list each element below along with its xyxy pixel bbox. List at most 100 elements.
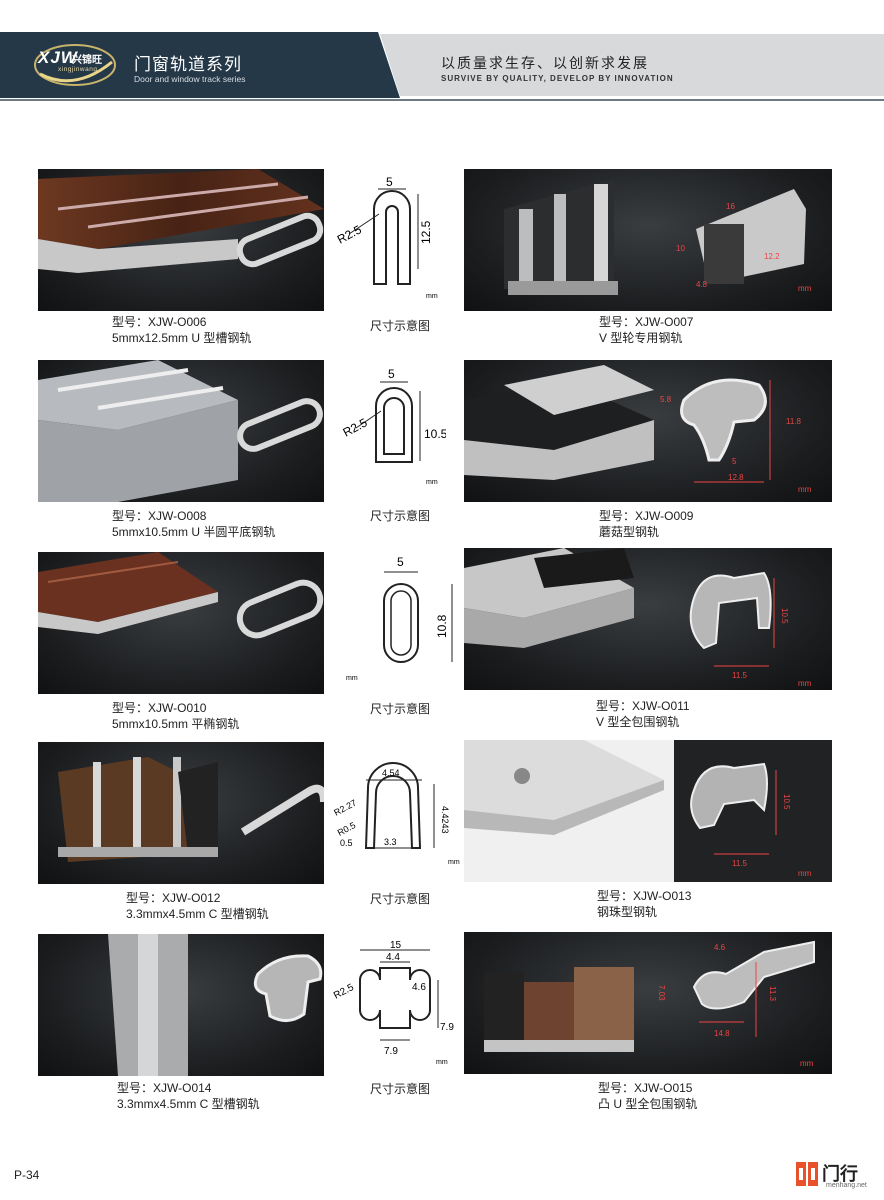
dim-d1-h: 12.5: [419, 220, 433, 244]
model-o008: 型号：XJW-O008: [112, 509, 207, 523]
desc-o013: 钢珠型钢轨: [597, 905, 658, 919]
product-photo-o010: [38, 552, 324, 694]
model-o011: 型号：XJW-O011: [596, 699, 690, 713]
dim-d4-w: 4.54: [382, 768, 400, 778]
product-caption-o006: 型号：XJW-O006 5mmx12.5mm U 型槽钢轨: [112, 314, 251, 346]
product-photo-o008: [38, 360, 324, 502]
model-o009: 型号：XJW-O009: [599, 509, 694, 523]
dim-d4-r1: R2.27: [332, 798, 358, 818]
product-photo-o011: 10.5 11.5 mm: [464, 548, 832, 690]
model-o015: 型号：XJW-O015: [598, 1081, 693, 1095]
product-photo-o007: 16 12.2 10 4.8 mm: [464, 169, 832, 311]
desc-o015: 凸 U 型全包围钢轨: [598, 1097, 698, 1111]
dim-d5-unit: mm: [436, 1059, 448, 1066]
desc-o007: V 型轮专用钢轨: [599, 331, 683, 345]
diagram-caption-3: 尺寸示意图: [370, 702, 431, 716]
dimension-diagram-o015-profile: 15 4.4 R2.5 4.6 7.9 7.9 mm: [332, 940, 454, 1066]
product-caption-o012: 型号：XJW-O012 3.3mmx4.5mm C 型槽钢轨: [126, 890, 269, 922]
dimension-diagram-o012: 4.54 R2.27 R0.5 0.5 3.3 4.4243 mm: [332, 762, 460, 866]
product-photo-o014: [38, 934, 324, 1076]
dim-p009-d: 12.8: [728, 473, 744, 482]
header-banner-dark: [0, 32, 400, 98]
dim-p013-unit: mm: [798, 869, 812, 878]
product-caption-o009: 型号：XJW-O009 蘑菇型钢轨: [599, 508, 693, 540]
dim-p011-b: 11.5: [732, 671, 748, 680]
dim-d2-unit: mm: [426, 479, 438, 486]
desc-o009: 蘑菇型钢轨: [599, 525, 660, 539]
product-photo-o013: 10.5 11.5 mm: [464, 740, 832, 882]
product-photo-o009: 5.8 11.8 5 12.8 mm: [464, 360, 832, 502]
product-photo-o015: 4.6 7.03 11.3 14.8 mm: [464, 932, 832, 1074]
dim-p015-a: 4.6: [714, 943, 726, 952]
desc-o008: 5mmx10.5mm U 半圆平底钢轨: [112, 525, 276, 539]
model-o006: 型号：XJW-O006: [112, 315, 207, 329]
product-caption-o013: 型号：XJW-O013 钢珠型钢轨: [597, 888, 691, 920]
dim-d4-t: 0.5: [340, 838, 353, 848]
product-caption-o011: 型号：XJW-O011 V 型全包围钢轨: [596, 698, 690, 730]
dim-p009-c: 5: [732, 457, 737, 466]
diagram-caption-4: 尺寸示意图: [370, 892, 431, 906]
product-caption-o007: 型号：XJW-O007 V 型轮专用钢轨: [599, 314, 693, 346]
dim-p007-d: 4.8: [696, 280, 708, 289]
brand-name: 门行: [822, 1164, 858, 1185]
product-caption-o015: 型号：XJW-O015 凸 U 型全包围钢轨: [598, 1080, 697, 1112]
dim-d4-h: 4.4243: [440, 806, 450, 834]
dim-d3-h: 10.8: [435, 614, 449, 638]
slogan-en: SURVIVE BY QUALITY, DEVELOP BY INNOVATIO…: [441, 74, 674, 83]
dim-d5-bottom: 7.9: [384, 1046, 398, 1057]
dimension-diagram-o010: 5 10.8 mm: [346, 555, 453, 682]
dim-p011-unit: mm: [798, 679, 812, 688]
dim-p007-a: 16: [726, 202, 735, 211]
dim-d1-r: R2.5: [335, 222, 364, 246]
dimension-diagram-o006: 5 R2.5 12.5 mm: [335, 175, 438, 300]
dim-p007-b: 12.2: [764, 252, 780, 261]
product-photo-o006: [38, 169, 324, 311]
desc-o011: V 型全包围钢轨: [596, 715, 680, 729]
header-banner-light: [380, 34, 884, 96]
dim-p013-b: 11.5: [732, 859, 748, 868]
diagram-caption-1: 尺寸示意图: [370, 319, 431, 333]
dim-p007-c: 10: [676, 244, 685, 253]
dim-d3-unit: mm: [346, 675, 358, 682]
product-caption-o008: 型号：XJW-O008 5mmx10.5mm U 半圆平底钢轨: [112, 508, 275, 540]
product-photo-o012: [38, 742, 324, 884]
dim-d2-h: 10.5: [424, 427, 446, 441]
dim-p013-a: 10.5: [782, 794, 791, 810]
model-o014: 型号：XJW-O014: [117, 1081, 212, 1095]
model-o007: 型号：XJW-O007: [599, 315, 694, 329]
dim-d5-w: 15: [390, 940, 402, 951]
page-subtitle: Door and window track series: [134, 74, 246, 84]
dim-p015-d: 14.8: [714, 1029, 730, 1038]
dim-d5-h2: 7.9: [440, 1022, 454, 1033]
dim-p009-b: 11.8: [786, 417, 802, 426]
brand-url: menhang.net: [826, 1182, 867, 1189]
dim-d1-unit: mm: [426, 293, 438, 300]
dimension-diagram-o008: 5 R2.5 10.5 mm: [341, 367, 446, 486]
dim-d4-gap: 3.3: [384, 837, 397, 847]
diagram-caption-5: 尺寸示意图: [370, 1082, 431, 1096]
product-caption-o014: 型号：XJW-O014 3.3mmx4.5mm C 型槽钢轨: [117, 1080, 260, 1112]
desc-o014: 3.3mmx4.5mm C 型槽钢轨: [117, 1097, 260, 1111]
dim-p015-c: 11.3: [768, 986, 777, 1002]
model-o012: 型号：XJW-O012: [126, 891, 221, 905]
model-o013: 型号：XJW-O013: [597, 889, 692, 903]
logo-text: XJW: [38, 48, 78, 67]
dim-p015-b: 7.03: [657, 985, 666, 1001]
dim-p011-a: 10.5: [780, 608, 789, 624]
desc-o010: 5mmx10.5mm 平椭钢轨: [112, 717, 240, 731]
dim-d2-r: R2.5: [341, 415, 370, 439]
header-divider: [0, 99, 884, 101]
dim-d5-r: R2.5: [332, 982, 356, 1002]
diagram-caption-2: 尺寸示意图: [370, 509, 431, 523]
dim-d4-unit: mm: [448, 859, 460, 866]
dim-p009-unit: mm: [798, 485, 812, 494]
slogan-cn: 以质量求生存、以创新求发展: [441, 56, 649, 72]
model-o010: 型号：XJW-O010: [112, 701, 207, 715]
dim-d3-w: 5: [397, 555, 404, 569]
brand-logo-icon: [796, 1162, 818, 1186]
dim-p009-a: 5.8: [660, 395, 672, 404]
page-title: 门窗轨道系列: [134, 55, 242, 75]
dim-d5-h1: 4.6: [412, 982, 426, 993]
desc-o012: 3.3mmx4.5mm C 型槽钢轨: [126, 907, 269, 921]
logo-cn: 兴锦旺: [72, 55, 102, 66]
